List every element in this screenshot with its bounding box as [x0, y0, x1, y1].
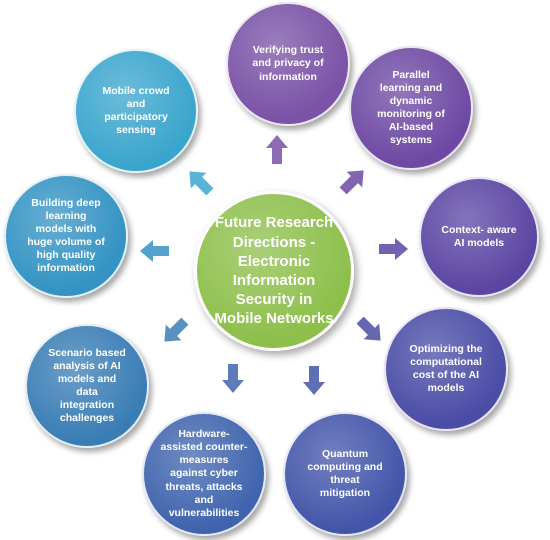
arrow-to-node-8 [140, 240, 169, 262]
arrow-to-node-3 [379, 238, 408, 260]
arrow-to-node-2 [339, 170, 364, 195]
node-label: Mobile crowd and participatory sensing [102, 84, 170, 137]
node-label: Parallel learning and dynamic monitoring… [377, 68, 445, 147]
node-deep-learning: Building deep learning models with huge … [4, 174, 128, 298]
arrow-to-node-1 [266, 135, 288, 164]
node-label: Hardware- assisted counter- measures aga… [160, 428, 248, 519]
node-label: Quantum computing and threat mitigation [307, 447, 383, 500]
center-label: Future Research Directions - Electronic … [214, 214, 334, 328]
node-parallel-learning: Parallel learning and dynamic monitoring… [349, 46, 473, 170]
node-hardware-countermeasures: Hardware- assisted counter- measures aga… [142, 412, 266, 536]
node-label: Scenario based analysis of AI models and… [48, 346, 126, 425]
node-context-aware: Context- aware AI models [419, 177, 539, 297]
node-mobile-crowd: Mobile crowd and participatory sensing [74, 49, 198, 173]
node-label: Context- aware AI models [441, 223, 517, 249]
arrow-to-node-6 [222, 364, 244, 393]
node-verifying-trust: Verifying trust and privacy of informati… [226, 2, 350, 126]
node-label: Verifying trust and privacy of informati… [252, 44, 324, 83]
arrow-to-node-7 [164, 317, 189, 342]
node-label: Building deep learning models with huge … [27, 196, 105, 275]
arrow-to-node-9 [189, 171, 214, 196]
center-topic: Future Research Directions - Electronic … [194, 191, 354, 351]
arrow-to-node-4 [356, 316, 381, 341]
node-optimizing-cost: Optimizing the computational cost of the… [384, 307, 508, 431]
node-quantum-computing: Quantum computing and threat mitigation [283, 412, 407, 536]
arrow-to-node-5 [303, 366, 325, 395]
node-scenario-analysis: Scenario based analysis of AI models and… [25, 324, 149, 448]
node-label: Optimizing the computational cost of the… [409, 342, 483, 395]
